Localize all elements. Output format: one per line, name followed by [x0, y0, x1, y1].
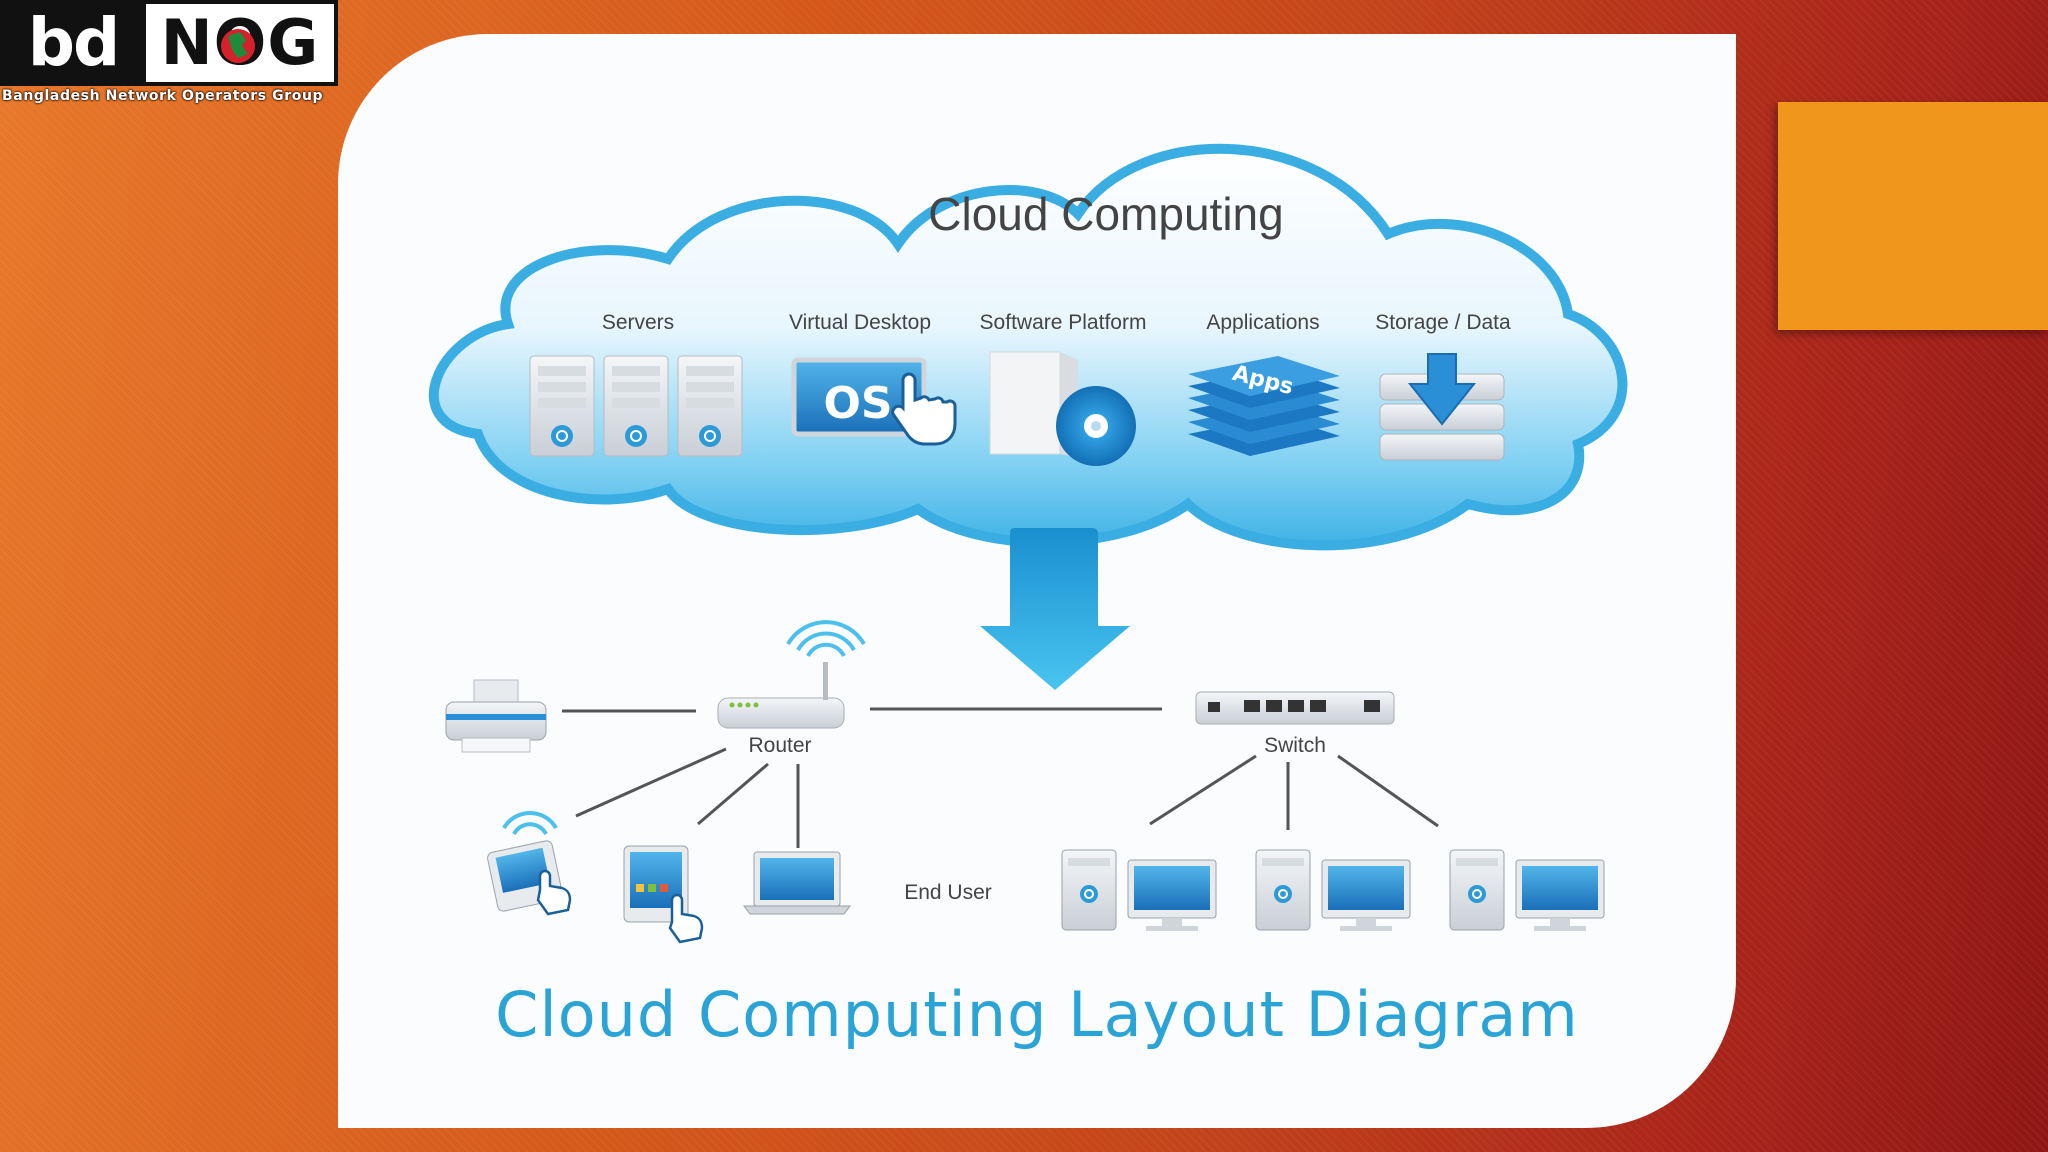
switch-label: Switch — [1264, 734, 1326, 757]
label-applications: Applications — [1206, 311, 1319, 334]
laptop-icon — [743, 851, 851, 915]
label-software-platform: Software Platform — [980, 311, 1147, 334]
logo-subtitle: Bangladesh Network Operators Group — [2, 88, 324, 104]
router-label: Router — [748, 734, 811, 757]
tablet-icon — [623, 845, 704, 944]
diagram-card: Cloud Computing Servers Virtual Desktop … — [338, 34, 1736, 1128]
server-stack-icon — [529, 355, 743, 457]
cloud-title: Cloud Computing — [928, 188, 1283, 240]
handheld-device-icon — [487, 810, 572, 916]
decorative-orange-block — [1778, 102, 2048, 330]
label-storage-data: Storage / Data — [1375, 311, 1511, 334]
desktop-computer-icon — [1255, 849, 1411, 931]
desktop-computer-icon — [1449, 849, 1605, 931]
router-icon — [717, 620, 866, 729]
label-virtual-desktop: Virtual Desktop — [789, 311, 931, 334]
end-user-label: End User — [904, 881, 992, 904]
logo-bd-text: bd — [4, 4, 142, 82]
storage-download-icon — [1379, 353, 1505, 461]
os-screen-icon: OS — [791, 357, 957, 446]
os-icon-text: OS — [823, 378, 892, 429]
bdnog-logo: bd NOG Bangladesh Network Operators Grou… — [0, 0, 340, 110]
switch-icon — [1195, 691, 1395, 725]
printer-icon — [445, 679, 547, 753]
desktop-computer-icon — [1061, 849, 1217, 931]
diagram-title: Cloud Computing Layout Diagram — [495, 978, 1579, 1051]
software-box-disc-icon — [989, 351, 1136, 466]
network-connections — [562, 707, 1439, 848]
hand-pointer-icon — [891, 372, 957, 446]
down-arrow-icon — [980, 528, 1130, 690]
bangladesh-map-icon — [221, 29, 255, 63]
label-servers: Servers — [602, 311, 674, 334]
apps-stack-icon: Apps — [1188, 356, 1340, 456]
cloud-computing-diagram: Cloud Computing Servers Virtual Desktop … — [428, 143, 1628, 944]
